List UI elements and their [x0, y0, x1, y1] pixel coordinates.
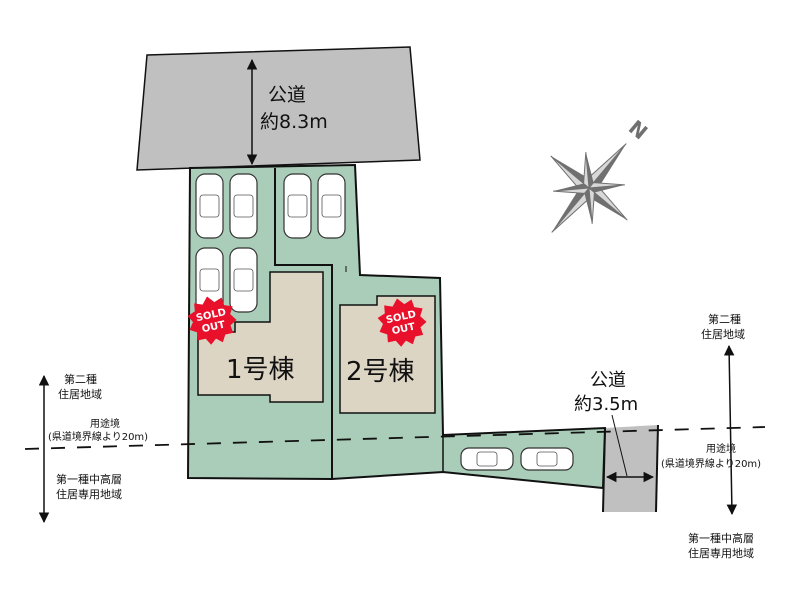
zoning-boundary-line [24, 426, 766, 450]
side-road-width: 約3.5m [574, 394, 638, 415]
top-road-label: 公道 [268, 84, 306, 106]
side-road [603, 425, 658, 512]
car-icon [460, 447, 514, 471]
sold-out-stamp: SOLD OUT [377, 298, 427, 347]
top-road [136, 46, 421, 171]
top-road-width: 約8.3m [260, 111, 328, 133]
parking-spaces [195, 173, 574, 471]
car-icon [229, 247, 258, 313]
north-label: N [624, 115, 652, 144]
lot-2-label: 2号棟 [346, 357, 415, 387]
svg-text:OUT: OUT [391, 321, 416, 337]
sold-out-stamp: SOLD OUT [187, 296, 237, 345]
zoning-left-upper-2: 住居地域 [58, 387, 102, 401]
zoning-left-lower-2: 住居専用地域 [56, 487, 122, 501]
lot-1-label: 1号棟 [226, 355, 295, 385]
car-icon [229, 173, 258, 239]
car-icon [520, 447, 574, 471]
zoning-left-upper-1: 第二種 [64, 372, 97, 386]
house-lot-1 [197, 271, 324, 403]
zoning-right-boundary-1: 用途境 [706, 442, 736, 455]
svg-text:OUT: OUT [201, 319, 226, 335]
car-icon [283, 173, 312, 239]
zoning-right-lower-2: 住居専用地域 [688, 546, 754, 560]
car-icon [195, 173, 224, 239]
zoning-right-boundary-2: (県道境界線より20m) [661, 457, 761, 470]
compass-icon [550, 143, 628, 233]
zoning-left-lower-1: 第一種中高層 [56, 472, 122, 486]
lot-boundary [274, 168, 333, 479]
zoning-left-boundary-2: (県道境界線より20m) [48, 430, 148, 443]
side-road-label: 公道 [590, 370, 626, 391]
car-icon [317, 173, 346, 239]
zoning-right-upper-2: 住居地域 [701, 327, 745, 341]
zoning-arrow-right [723, 344, 738, 516]
zoning-right-upper-1: 第二種 [708, 312, 741, 326]
zoning-right-lower-1: 第一種中高層 [688, 531, 754, 545]
zoning-left-boundary-1: 用途境 [90, 417, 120, 430]
